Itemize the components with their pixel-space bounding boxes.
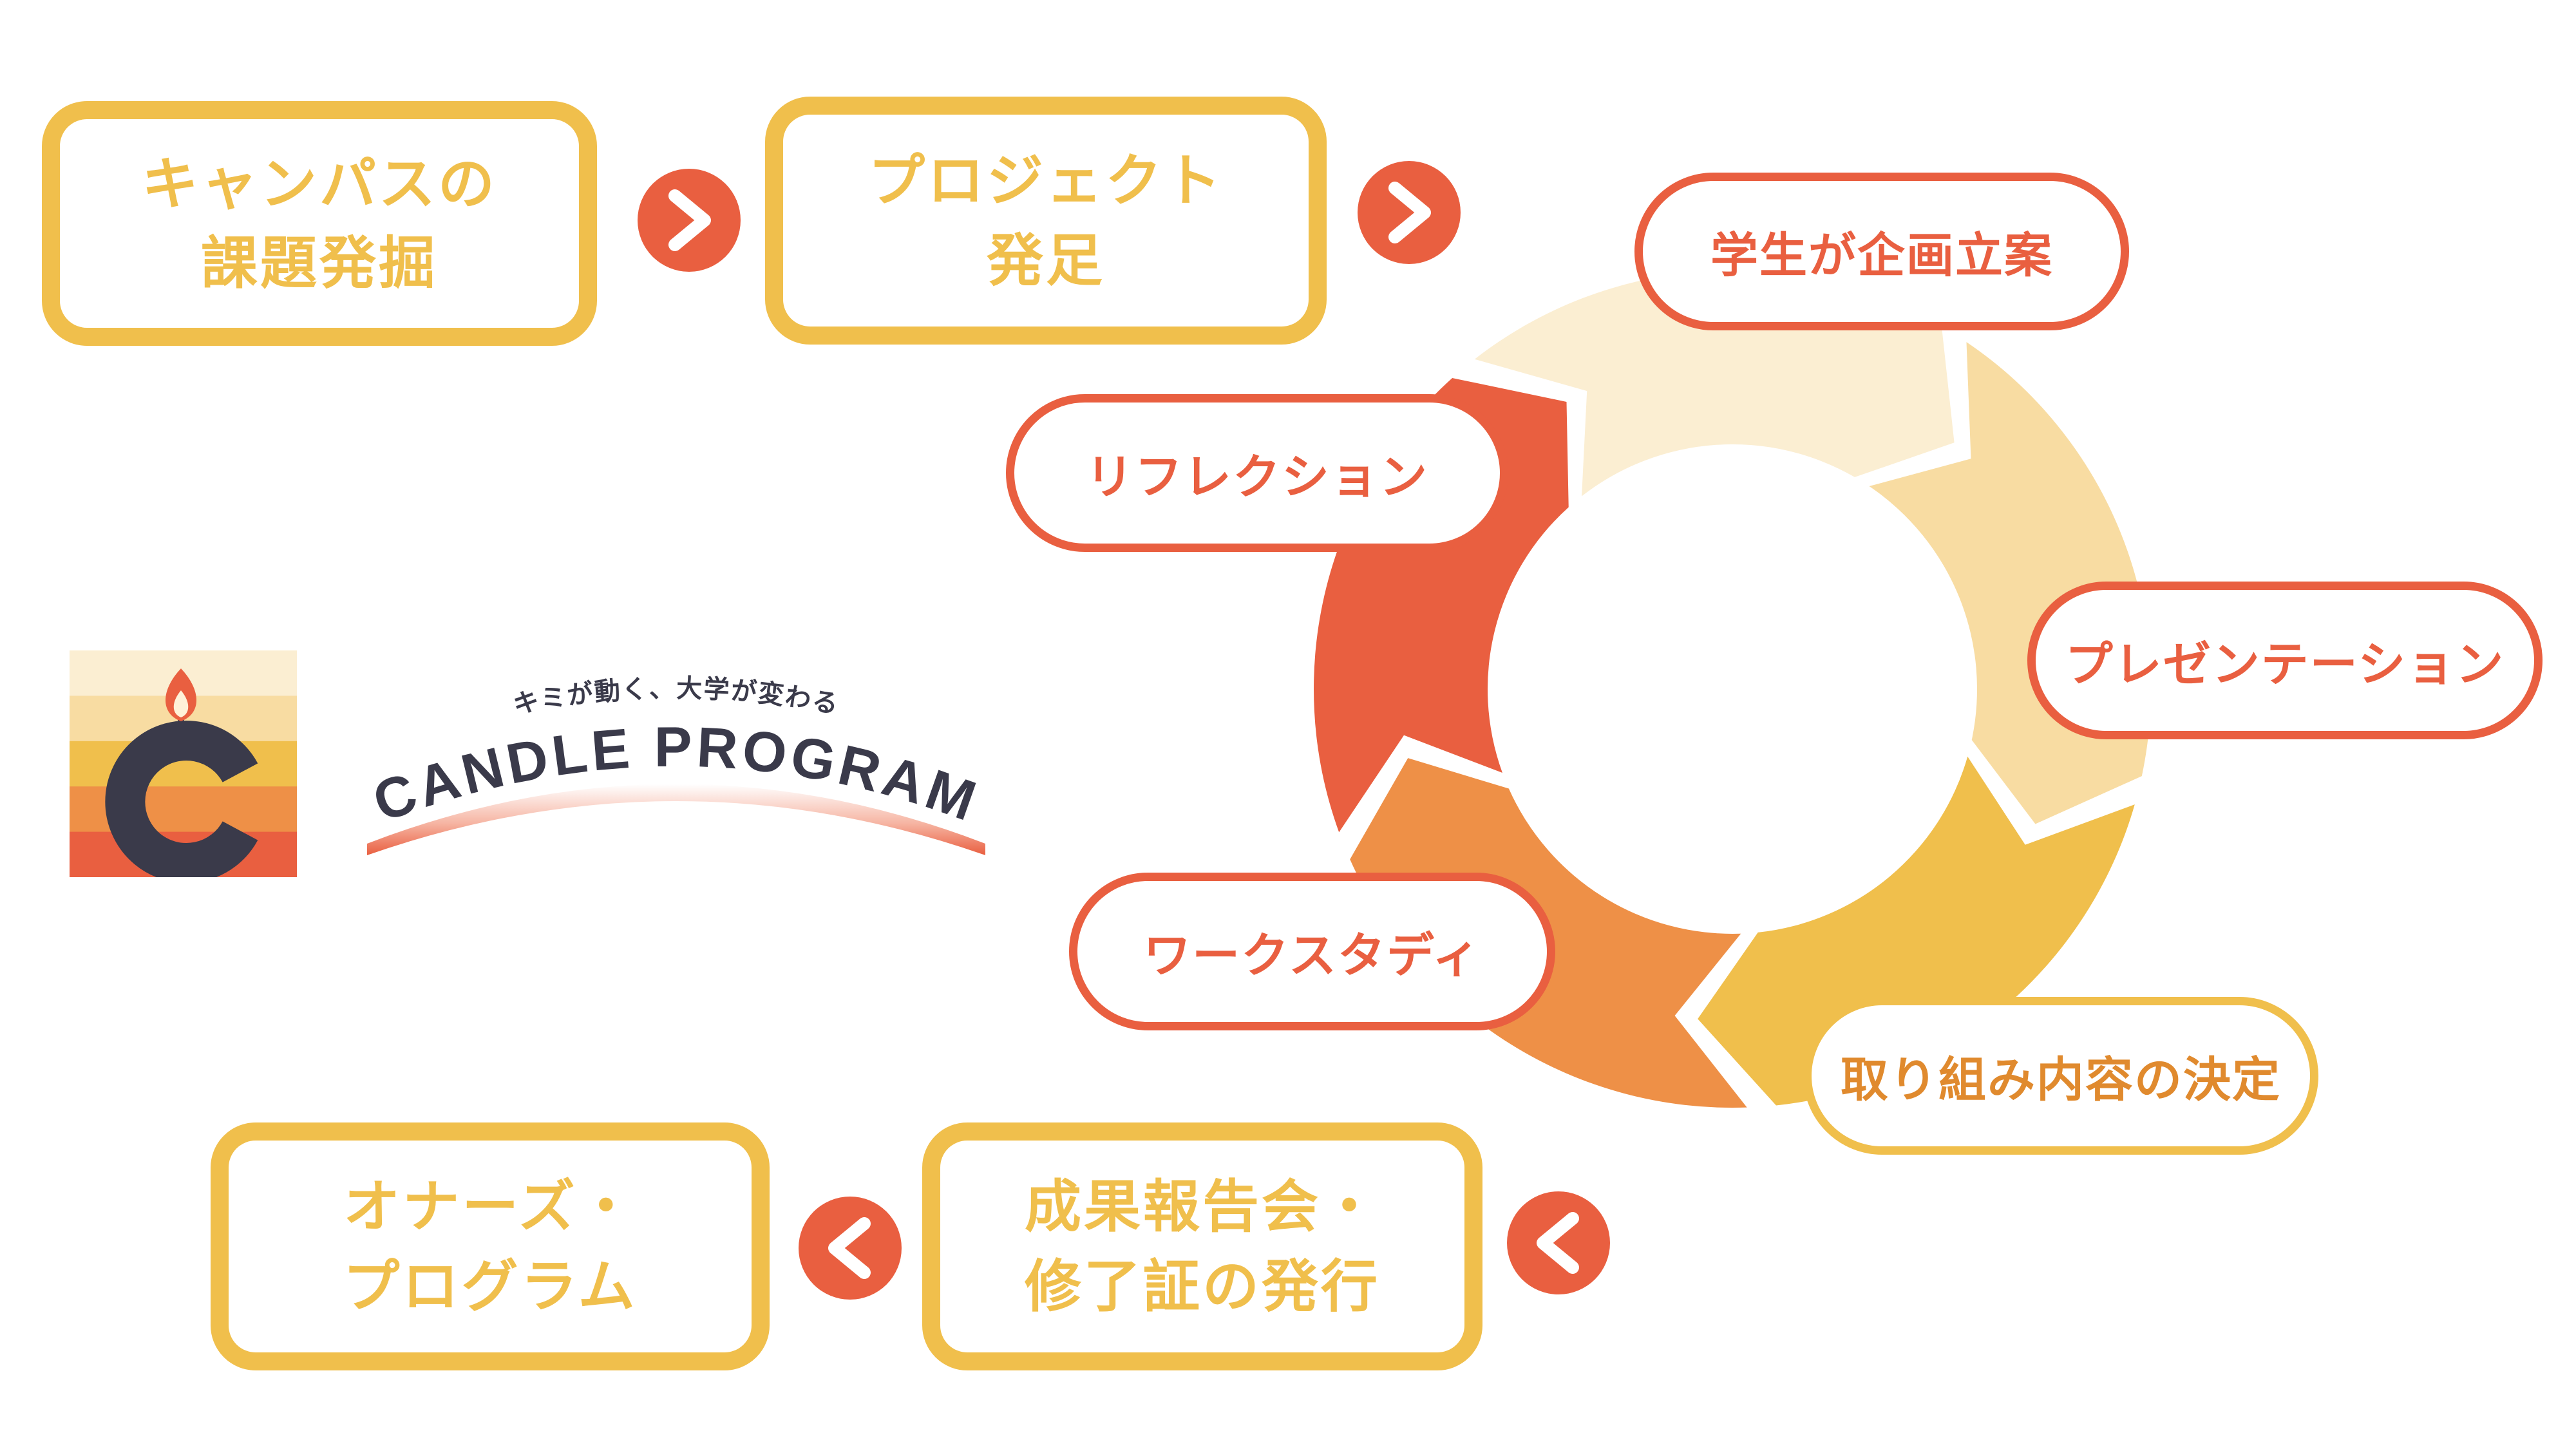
logo-stripe xyxy=(70,786,297,833)
stage-work-study: ワークスタディ xyxy=(1069,873,1555,1030)
step-project-launch-line2: 発足 xyxy=(986,227,1105,294)
stage-presentation: プレゼンテーション xyxy=(2027,582,2543,739)
stage-student-planning-label: 学生が企画立案 xyxy=(1710,228,2053,283)
step-results-report-line2: 修了証の発行 xyxy=(1024,1253,1380,1320)
logo-tagline: キミが動く、大学が変わる xyxy=(511,674,842,720)
chevron-right-icon xyxy=(638,169,741,272)
logo-c-shape xyxy=(105,721,258,877)
candle-c-icon xyxy=(70,650,297,877)
stage-reflection: リフレクション xyxy=(1006,394,1508,552)
stage-decision: 取り組み内容の決定 xyxy=(1803,997,2318,1155)
step-honors-program-line2: プログラム xyxy=(343,1253,638,1320)
step-project-launch-line1: プロジェクト xyxy=(867,147,1224,214)
step-honors-program: オナーズ・ プログラム xyxy=(211,1122,770,1370)
stage-work-study-label: ワークスタディ xyxy=(1143,928,1481,983)
step-project-launch: プロジェクト 発足 xyxy=(765,97,1327,345)
stage-reflection-label: リフレクション xyxy=(1086,450,1428,505)
logo-wick xyxy=(178,715,184,741)
chevron-right-icon xyxy=(1358,161,1461,264)
step-campus-issues-line1: キャンパスの xyxy=(141,150,497,217)
stage-presentation-label: プレゼンテーション xyxy=(2065,637,2505,692)
step-results-report-line1: 成果報告会・ xyxy=(1024,1173,1380,1240)
step-campus-issues: キャンパスの 課題発掘 xyxy=(42,101,597,346)
step-results-report: 成果報告会・ 修了証の発行 xyxy=(922,1122,1482,1370)
cycle-segment-3 xyxy=(1698,756,2135,1106)
step-campus-issues-line2: 課題発掘 xyxy=(200,230,438,296)
chevron-left-icon xyxy=(1507,1191,1610,1294)
chevron-left-icon xyxy=(799,1197,902,1300)
logo-mark xyxy=(70,650,297,877)
stage-student-planning: 学生が企画立案 xyxy=(1634,173,2129,330)
step-honors-program-line1: オナーズ・ xyxy=(343,1173,637,1240)
stage-decision-label: 取り組み内容の決定 xyxy=(1841,1052,2281,1108)
flame-inner xyxy=(173,690,189,717)
logo-wordmark: キミが動く、大学が変わる CANDLE PROGRAM xyxy=(365,674,985,855)
logo-tagline-text: キミが動く、大学が変わる xyxy=(511,674,840,720)
